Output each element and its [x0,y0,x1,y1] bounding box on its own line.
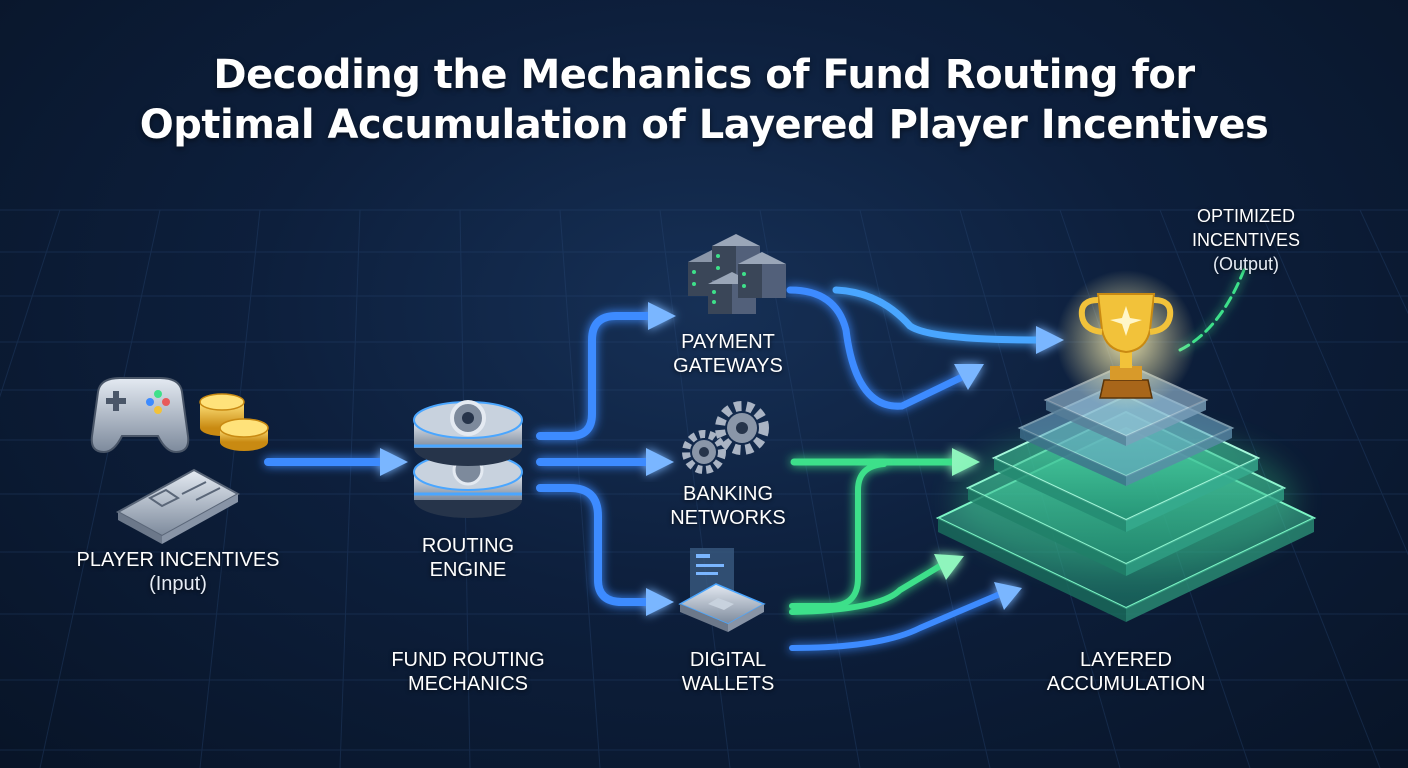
label-payment-gateways-line2: GATEWAYS [673,355,783,377]
gear-stack-icon [413,400,523,518]
label-layered-accumulation: LAYERED ACCUMULATION [1026,648,1226,696]
server-rack-icon [688,234,786,314]
label-layered-accumulation-line2: ACCUMULATION [1046,673,1206,695]
layered-pyramid-icon [935,362,1317,622]
label-digital-wallets: DIGITAL WALLETS [648,648,808,696]
flow-gateways-to-output [786,286,1064,410]
flow-wallets-green [789,461,964,615]
label-fund-routing-mechanics: FUND ROUTING MECHANICS [378,648,558,696]
gears-icon [682,401,769,474]
label-routing-engine-line2: ENGINE [429,559,507,581]
label-player-incentives-sub: (Input) [149,573,207,595]
card-icon [115,468,241,544]
flow-wallets-to-accumulation [789,582,1022,651]
wallet-chip-icon [678,548,766,632]
flow-engine-to-gateways [536,302,676,440]
label-fund-routing-line1: FUND ROUTING [391,649,545,671]
flow-banking-to-accumulation [790,448,980,476]
label-optimized-line2: INCENTIVES [1191,230,1301,250]
flow-input-to-engine [264,448,408,476]
label-optimized-incentives: OPTIMIZED INCENTIVES (Output) [1164,204,1328,276]
label-fund-routing-line2: MECHANICS [407,673,528,695]
trophy-icon [1056,270,1196,410]
label-layered-accumulation-line1: LAYERED [1080,649,1172,671]
gold-coins-icon [199,393,269,451]
flow-engine-to-wallets [536,484,674,616]
game-controller-icon [90,377,190,454]
label-payment-gateways-line1: PAYMENT [681,331,775,353]
label-optimized-line3: (Output) [1212,254,1280,274]
label-banking-networks: BANKING NETWORKS [648,482,808,530]
label-banking-networks-line1: BANKING [682,483,774,505]
label-payment-gateways: PAYMENT GATEWAYS [648,330,808,378]
label-banking-networks-line2: NETWORKS [670,507,786,529]
label-player-incentives-title: PLAYER INCENTIVES [76,549,280,571]
page-title-line-1: Decoding the Mechanics of Fund Routing f… [213,52,1195,98]
label-optimized-line1: OPTIMIZED [1197,206,1295,226]
label-digital-wallets-line1: DIGITAL [689,649,767,671]
page-title-line-2: Optimal Accumulation of Layered Player I… [139,102,1269,148]
label-routing-engine: ROUTING ENGINE [388,534,548,582]
label-player-incentives: PLAYER INCENTIVES (Input) [58,548,298,596]
label-routing-engine-line1: ROUTING [421,535,515,557]
flow-engine-to-banking [536,448,674,476]
label-digital-wallets-line2: WALLETS [681,673,775,695]
